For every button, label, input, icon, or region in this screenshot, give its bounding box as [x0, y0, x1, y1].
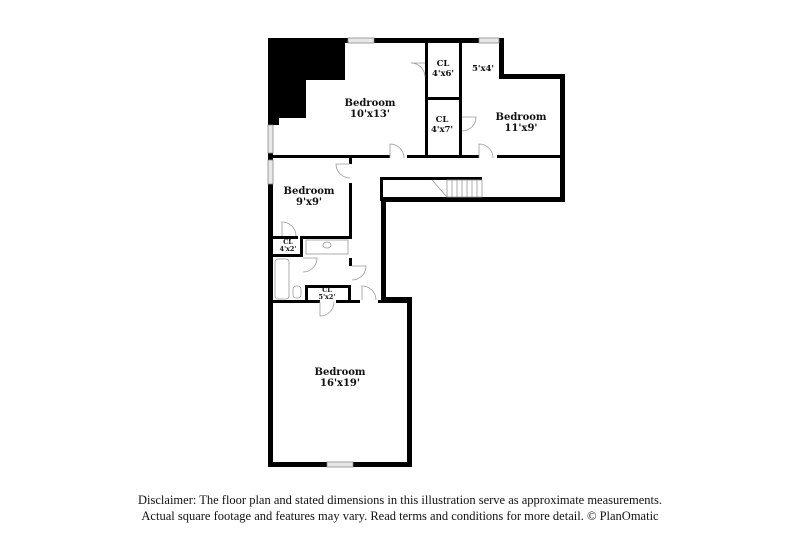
room-dims: 5'x2': [319, 293, 336, 301]
room-dims: 4'x2': [280, 245, 297, 253]
windows: [267, 37, 500, 468]
bath-fixtures: [274, 239, 349, 300]
doors: [281, 62, 494, 317]
room-dims: 4'x6': [432, 69, 454, 79]
room-name: Bedroom: [315, 367, 366, 378]
room-name: CL: [437, 59, 450, 69]
room-dims: 4'x7': [431, 125, 453, 135]
staircase: [431, 179, 483, 198]
void-area: [268, 38, 345, 125]
room-dims: 10'x13': [350, 109, 390, 120]
room-dims: 9'x9': [296, 197, 322, 208]
room-name: Bedroom: [496, 112, 547, 123]
room-name: CL: [322, 286, 332, 294]
disclaimer-line-2: Actual square footage and features may v…: [141, 509, 659, 523]
toilet: [292, 285, 302, 299]
room-dims: 16'x19': [320, 378, 360, 389]
room-labels: Bedroom 10'x13' CL 4'x6' CL 4'x7' 5'x4' …: [280, 59, 547, 389]
room-name: CL: [436, 115, 449, 125]
room-dims: 11'x9': [505, 123, 538, 134]
exterior-walls: [268, 38, 565, 467]
interior-walls: [268, 43, 565, 303]
room-name: Bedroom: [345, 98, 396, 109]
room-dims: 5'x4': [472, 64, 494, 74]
room-name: CL: [283, 238, 293, 246]
bathtub: [274, 258, 290, 300]
disclaimer-line-1: Disclaimer: The floor plan and stated di…: [138, 493, 662, 507]
room-name: Bedroom: [284, 186, 335, 197]
sink: [322, 241, 332, 249]
